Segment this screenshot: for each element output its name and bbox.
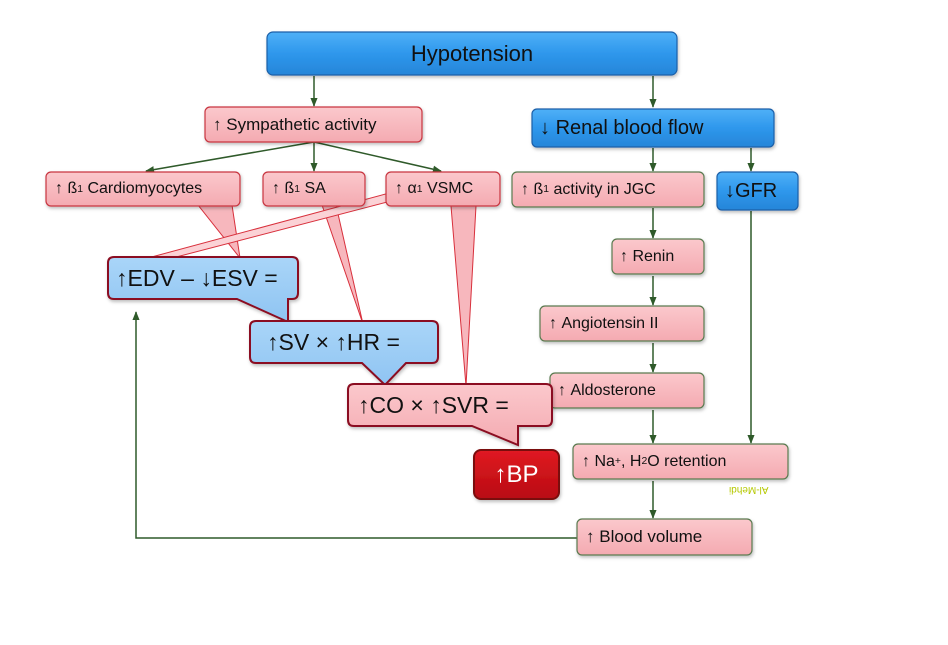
node-renal-flow[interactable] xyxy=(531,108,775,148)
watermark-text: Al-Mehdi xyxy=(729,484,769,496)
gfr-text: GFR xyxy=(735,179,778,202)
up-arrow-icon: ↑ xyxy=(558,381,566,399)
retention-text: O retention xyxy=(647,452,727,470)
alpha-symbol: α xyxy=(407,180,417,197)
node-gfr[interactable] xyxy=(716,171,799,211)
node-b1-cardio[interactable] xyxy=(45,171,241,207)
hypotension-label: Hypotension xyxy=(267,32,677,75)
node-na-retention[interactable] xyxy=(572,443,789,480)
up-arrow-icon: ↑ xyxy=(521,180,529,198)
hydrogen-subscript: 2 xyxy=(641,456,648,467)
node-b1-sa[interactable] xyxy=(262,171,366,207)
connector-arrows xyxy=(132,76,755,539)
node-bp[interactable] xyxy=(473,449,560,500)
up-arrow-icon: ↑ xyxy=(586,527,595,546)
callout-co-svr[interactable] xyxy=(347,383,553,447)
up-arrow-icon: ↑ xyxy=(549,314,557,332)
sv-hr-label: ↑SV × ↑HR = xyxy=(267,321,400,363)
callout-sv-hr[interactable] xyxy=(249,320,439,387)
renal-flow-text: Renal blood flow xyxy=(555,116,704,139)
renal-flow-label: ↓ Renal blood flow xyxy=(540,109,703,147)
edge-sympathetic-vsmc xyxy=(313,141,442,173)
receptor-subscript: 1 xyxy=(77,183,84,195)
up-arrow-icon: ↑ xyxy=(55,180,63,197)
sodium-text: Na xyxy=(594,452,615,470)
b1-sa-text: SA xyxy=(304,180,326,197)
b1-cardio-text: Cardiomyocytes xyxy=(87,180,203,197)
bp-label: ↑BP xyxy=(474,450,559,499)
node-angiotensin[interactable] xyxy=(539,305,705,342)
tail-sa-to-svhr xyxy=(321,204,364,325)
edge-sympathetic-cardio xyxy=(145,141,315,174)
angiotensin-text: Angiotensin II xyxy=(561,314,659,332)
up-arrow-icon: ↑ xyxy=(213,114,222,134)
sympathetic-text: Sympathetic activity xyxy=(226,114,377,134)
aldosterone-text: Aldosterone xyxy=(570,381,656,399)
beta-symbol: ß xyxy=(533,180,544,198)
co-svr-label: ↑CO × ↑SVR = xyxy=(358,384,509,426)
node-renin[interactable] xyxy=(611,238,705,275)
receptor-subscript: 1 xyxy=(543,184,550,195)
blood-volume-text: Blood volume xyxy=(599,527,703,546)
up-arrow-icon: ↑ xyxy=(620,247,628,265)
co-svr-text: ↑CO × ↑SVR = xyxy=(358,391,509,418)
receptor-subscript: 1 xyxy=(416,183,423,195)
charge-superscript: + xyxy=(614,456,621,467)
callout-edv-esv[interactable] xyxy=(107,256,299,324)
hypotension-text: Hypotension xyxy=(410,40,534,66)
b1-jgc-text: activity in JGC xyxy=(553,180,656,198)
renin-label: ↑ Renin xyxy=(620,239,674,274)
gfr-label: ↓GFR xyxy=(725,172,777,210)
down-arrow-icon: ↓ xyxy=(725,179,735,202)
aldosterone-label: ↑ Aldosterone xyxy=(558,373,656,408)
up-arrow-icon: ↑ xyxy=(395,180,403,197)
angiotensin-label: ↑ Angiotensin II xyxy=(549,306,658,341)
edv-esv-text: ↑EDV – ↓ESV = xyxy=(116,264,278,291)
edge-volume-edv xyxy=(132,311,577,539)
node-sympathetic[interactable] xyxy=(204,106,423,143)
sv-hr-text: ↑SV × ↑HR = xyxy=(267,328,400,355)
renin-text: Renin xyxy=(632,247,675,265)
node-blood-volume[interactable] xyxy=(576,518,753,556)
blood-volume-label: ↑ Blood volume xyxy=(586,519,702,555)
up-arrow-icon: ↑ xyxy=(582,452,590,470)
receptor-subscript: 1 xyxy=(294,183,301,195)
water-prefix: , H xyxy=(620,452,642,470)
node-a1-vsmc[interactable] xyxy=(385,171,501,207)
bp-text: ↑BP xyxy=(494,460,539,488)
node-b1-jgc[interactable] xyxy=(511,171,705,208)
node-hypotension[interactable] xyxy=(266,31,678,76)
beta-symbol: ß xyxy=(67,180,78,197)
down-arrow-icon: ↓ xyxy=(540,116,550,139)
beta-symbol: ß xyxy=(284,180,295,197)
sympathetic-label: ↑ Sympathetic activity xyxy=(213,107,376,142)
up-arrow-icon: ↑ xyxy=(272,180,280,197)
edv-esv-label: ↑EDV – ↓ESV = xyxy=(116,257,278,299)
a1-vsmc-text: VSMC xyxy=(426,180,474,197)
watermark: Al-Mehdi xyxy=(729,483,768,497)
tail-vsmc-to-covsr xyxy=(450,205,477,387)
